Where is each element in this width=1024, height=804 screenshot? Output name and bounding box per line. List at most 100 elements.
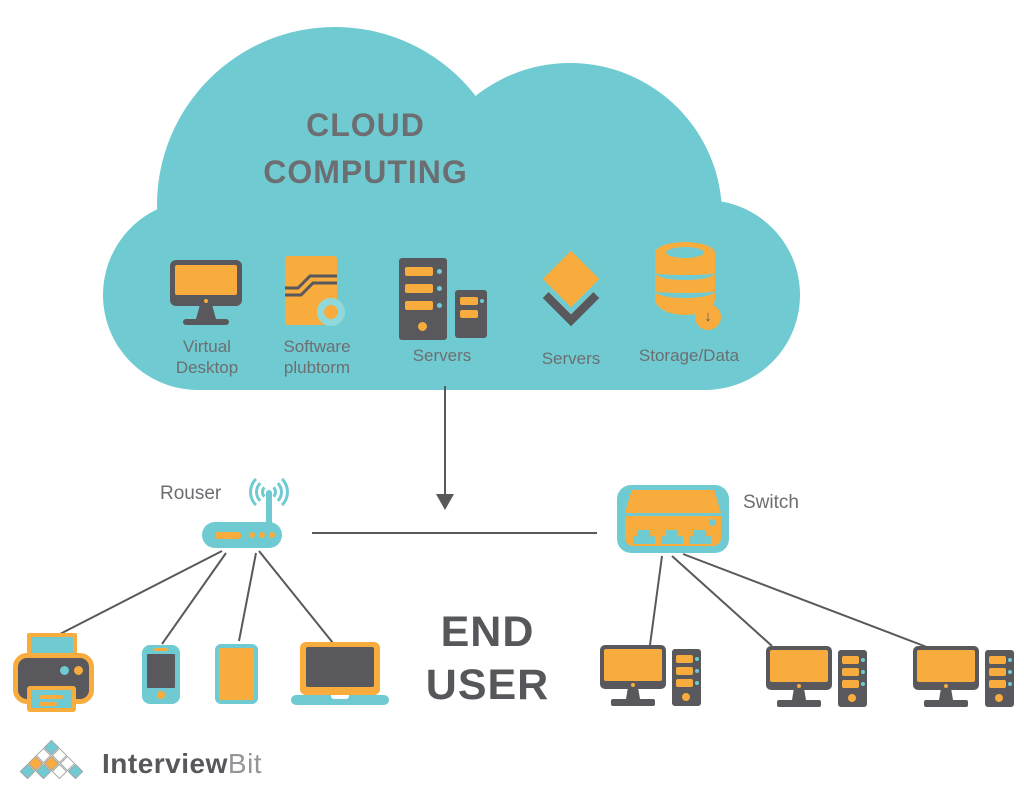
phone-speaker	[154, 648, 168, 651]
laptop-icon	[291, 642, 389, 706]
servers-label: Servers	[541, 349, 601, 368]
switch-pc2-link	[671, 555, 773, 647]
pc-tower	[985, 650, 1014, 707]
monitor-power-dot	[944, 684, 948, 688]
end-user-label: END USER	[425, 608, 550, 709]
monitor-power-dot	[631, 683, 635, 687]
monitor-power-dot	[797, 684, 801, 688]
server-slot	[405, 284, 433, 293]
tablet-screen	[219, 648, 254, 700]
virtual-desktop-label: Virtual Desktop	[175, 337, 239, 377]
software-box-stripes	[285, 274, 337, 297]
server-slot	[405, 301, 433, 310]
monitor-screen	[175, 265, 237, 295]
server-tower-small	[455, 290, 487, 338]
switch-label: Switch	[743, 492, 799, 513]
switch-port	[661, 530, 683, 544]
printer-icon	[13, 630, 97, 716]
printed-text-line	[39, 695, 63, 699]
storage-data-label: Storage/Data	[638, 346, 740, 365]
switch-port	[689, 530, 711, 544]
router-printer-link	[59, 550, 223, 635]
download-arrow-icon: ↓	[695, 304, 721, 330]
server-led	[480, 299, 484, 303]
monitor-base	[924, 700, 968, 707]
monitor-stand	[792, 690, 806, 700]
router-led	[259, 532, 265, 538]
monitor-frame	[766, 646, 832, 690]
router-phone-link	[161, 552, 227, 645]
monitor-base	[777, 700, 821, 707]
tower-slot	[676, 655, 693, 663]
tower-led	[695, 681, 699, 685]
logo-text: InterviewBit	[102, 748, 262, 780]
phone-home-button	[157, 691, 165, 699]
desktop-computer-icon	[600, 645, 702, 709]
laptop-base-notch	[331, 695, 349, 699]
layered-servers-icon	[535, 243, 607, 334]
printed-text-line	[39, 702, 57, 706]
server-power-dot	[418, 322, 427, 331]
tower-slot	[676, 679, 693, 687]
desktop-computer-icon	[913, 646, 1015, 710]
cloud-title: CLOUD COMPUTING	[263, 107, 468, 190]
laptop-base	[291, 695, 389, 705]
monitor-screen	[917, 650, 975, 682]
printer-paper-out	[27, 686, 76, 712]
server-led	[437, 303, 442, 308]
laptop-screen	[306, 647, 374, 687]
router-icon	[195, 470, 310, 560]
tower-led	[1008, 658, 1012, 662]
logo-text-secondary: Bit	[227, 748, 263, 779]
tower-led	[695, 657, 699, 661]
switch-top-face	[625, 490, 721, 513]
logo-text-primary: Interview	[102, 748, 228, 779]
server-towers-icon	[399, 258, 491, 342]
router-light-bar	[215, 532, 241, 539]
servers-label: Servers	[412, 346, 472, 365]
tower-slot	[989, 656, 1006, 664]
software-platform-label: Software plubtorm	[283, 337, 351, 377]
pc-tower	[838, 650, 867, 707]
monitor-base	[183, 319, 229, 325]
router-laptop-link	[258, 550, 334, 644]
router-label: Rouser	[160, 483, 222, 504]
tower-led	[1008, 682, 1012, 686]
monitor-screen	[604, 649, 662, 681]
tower-slot	[842, 680, 859, 688]
switch-pc3-link	[682, 553, 933, 650]
interviewbit-logo: InterviewBit	[19, 739, 280, 796]
printer-led	[60, 666, 69, 675]
tower-slot	[842, 668, 859, 676]
switch-port	[633, 530, 655, 544]
monitor-frame	[170, 260, 242, 306]
switch-pc1-link	[649, 555, 663, 646]
logo-pyramid-icon	[19, 739, 92, 786]
switch-led	[709, 519, 716, 526]
router-antenna	[266, 490, 272, 526]
laptop-screen-frame	[300, 642, 380, 695]
tower-led	[861, 670, 865, 674]
software-box-icon	[285, 256, 349, 328]
server-led	[437, 269, 442, 274]
cloud-arrow-head	[436, 494, 454, 510]
server-led	[437, 286, 442, 291]
tower-slot	[989, 668, 1006, 676]
server-slot	[405, 267, 433, 276]
tower-led	[695, 669, 699, 673]
router-led	[269, 532, 275, 538]
tower-led	[1008, 670, 1012, 674]
monitor-stand	[626, 689, 640, 699]
server-slot	[460, 310, 478, 318]
tower-slot	[676, 667, 693, 675]
tower-led	[861, 658, 865, 662]
desktop-monitor-icon	[170, 258, 246, 334]
phone-screen	[147, 654, 175, 688]
monitor-power-dot	[204, 299, 208, 303]
server-slot	[460, 297, 478, 305]
tower-slot	[989, 680, 1006, 688]
gear-ring-icon	[317, 298, 345, 326]
tower-power-dot	[848, 694, 856, 702]
